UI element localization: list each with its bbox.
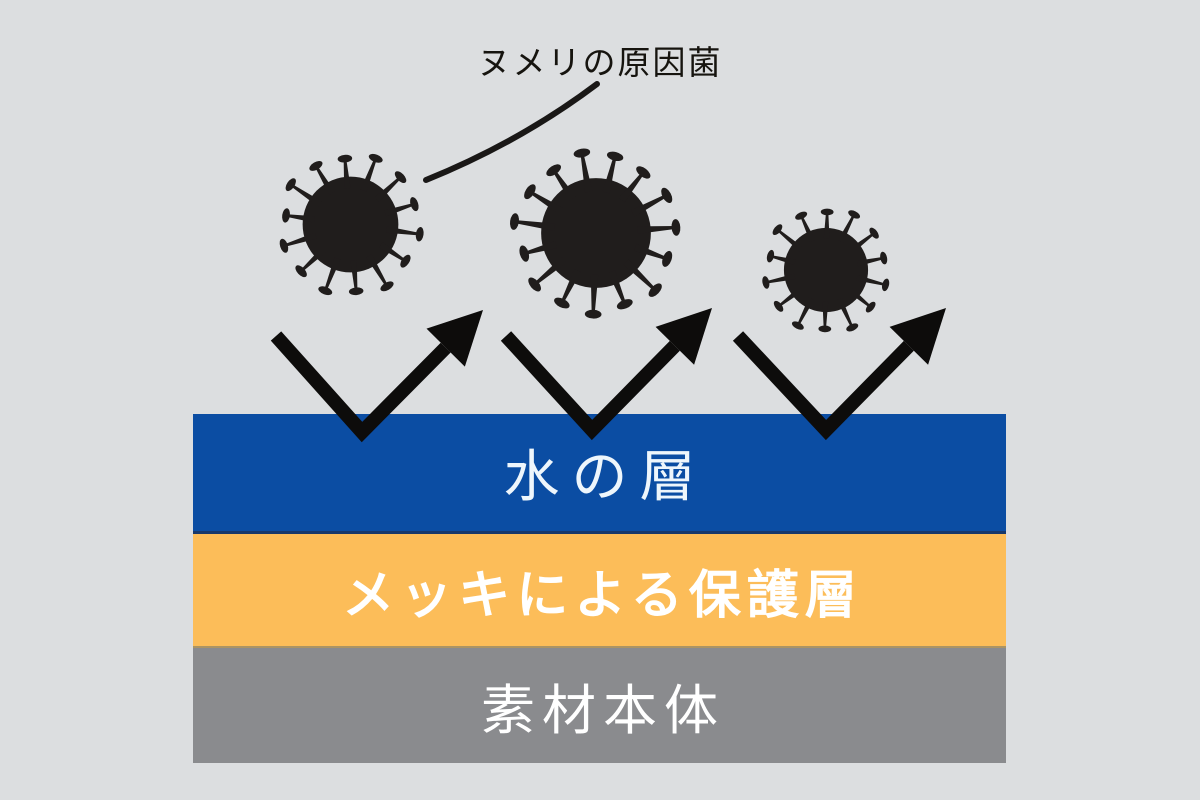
- layer-water: 水の層: [193, 414, 1006, 534]
- bacteria-icon: [272, 146, 429, 303]
- layer-plating: メッキによる保護層: [193, 534, 1006, 648]
- layer-substrate-label: 素材本体: [481, 681, 725, 741]
- layer-substrate: 素材本体: [193, 648, 1006, 763]
- bacteria-icon: [506, 143, 686, 323]
- layer-plating-label: メッキによる保護層: [342, 566, 863, 625]
- layer-water-label: 水の層: [503, 445, 708, 508]
- annotation-label: ヌメリの原因菌: [477, 44, 723, 81]
- bacteria-icon: [757, 201, 895, 339]
